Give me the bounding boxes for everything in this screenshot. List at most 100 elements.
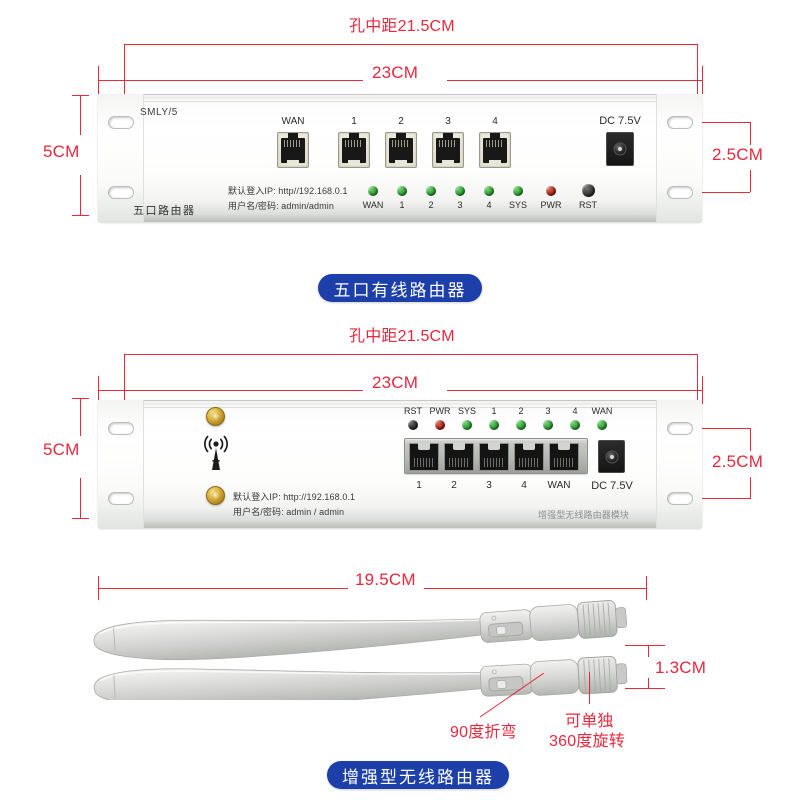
device1-led-pwr <box>546 186 556 196</box>
device1-silkscreen-credentials: 用户名/密码: admin/admin <box>228 201 334 211</box>
device2-hole-pitch-tick-right <box>697 354 698 424</box>
device2-hole-pitch-tick-left <box>124 354 125 424</box>
device1-port-label-2: 2 <box>398 116 404 127</box>
device2-width-line-left <box>98 390 363 391</box>
device2-power-label: DC 7.5V <box>591 480 633 492</box>
antenna-length-line-left <box>98 588 348 589</box>
device2-bottom-lip <box>98 521 702 528</box>
rj45-pins <box>554 458 574 467</box>
device1-led-wan <box>368 186 378 196</box>
antenna-diameter-tick-top <box>648 645 649 657</box>
wifi-tower-icon <box>200 434 232 479</box>
device2-height-label: 5CM <box>43 440 80 459</box>
device1-ear-pitch-line-bottom <box>697 192 750 193</box>
device1-dc-jack[interactable] <box>606 132 634 166</box>
device1-width-tick-left <box>98 66 99 94</box>
device2-sma-connector-top[interactable] <box>206 407 225 426</box>
device1-hole-pitch-line <box>124 44 697 45</box>
device1-led-label-4: 4 <box>486 200 492 210</box>
device1-height-label: 5CM <box>43 142 80 161</box>
antenna-pair-illustration <box>85 580 665 709</box>
device2-led-rst <box>408 420 418 430</box>
device2-mount-slot-left-bottom <box>107 492 134 505</box>
device2-dc-jack[interactable] <box>598 440 625 473</box>
device2-hole-pitch-label: 孔中距21.5CM <box>349 328 455 345</box>
device2-led-label-4: 4 <box>572 406 578 416</box>
device1-led-3 <box>455 186 465 196</box>
device2-rj45-2[interactable] <box>444 443 474 471</box>
device1-led-label-3: 3 <box>457 200 463 210</box>
antenna-length-tick-left <box>98 576 99 600</box>
device2-rj45-4[interactable] <box>514 443 544 471</box>
device1-reset-button[interactable] <box>582 184 595 197</box>
device1-ear-pitch-line-top <box>697 122 750 123</box>
device1-led-label-1: 1 <box>399 200 405 210</box>
antenna-length-line-right <box>424 588 646 589</box>
device1-rj45-wan[interactable] <box>277 132 309 168</box>
device2-rj45-1[interactable] <box>409 443 439 471</box>
device1-bottom-left-label: 五口路由器 <box>133 205 196 217</box>
device1-port-label-4: 4 <box>492 116 498 127</box>
device2-mount-slot-left-top <box>107 422 134 435</box>
device2-led-2 <box>516 420 526 430</box>
antenna-diameter-line-bottom <box>625 688 665 689</box>
device1-ear-hole-pitch-label: 2.5CM <box>712 145 764 164</box>
device2-port-label-2: 2 <box>451 480 457 491</box>
device1-chassis: SMLY/5 五口路由器 默认登入IP: http//192.168.0.1 用… <box>98 94 702 222</box>
device2-led-label-2: 2 <box>518 406 524 416</box>
rj45-pins <box>449 458 469 467</box>
device2-rj45-wan[interactable] <box>549 443 579 471</box>
device1-rj45-4[interactable] <box>479 132 511 168</box>
device1-hole-pitch-tick-left <box>124 44 125 114</box>
antenna-rotate-annotation-line2: 360度旋转 <box>549 733 625 750</box>
device2-led-label-rst: RST <box>404 406 422 416</box>
device1-rj45-3[interactable] <box>432 132 464 168</box>
device1-width-tick-right <box>702 66 703 94</box>
device2-width-label: 23CM <box>372 373 419 392</box>
device1-power-label: DC 7.5V <box>599 115 641 127</box>
rj45-pins <box>414 458 434 467</box>
device2-ear-pitch-line-top <box>697 428 750 429</box>
device1-rj45-2[interactable] <box>385 132 417 168</box>
device1-led-2 <box>426 186 436 196</box>
device1-width-label: 23CM <box>372 63 419 82</box>
antenna-rotate-leader-line <box>589 672 590 704</box>
device2-mount-slot-right-bottom <box>666 492 693 505</box>
device1-height-line-bottom <box>80 175 81 215</box>
device1-rj45-1[interactable] <box>338 132 370 168</box>
device2-sma-connector-bottom[interactable] <box>206 486 225 505</box>
rj45-tab-slot <box>287 160 299 166</box>
rj45-pins <box>486 140 504 147</box>
device2-led-label-3: 3 <box>545 406 551 416</box>
device1-mount-ear-right <box>656 94 702 222</box>
antenna-diameter-tick-bottom <box>648 678 649 689</box>
antenna-rotate-annotation-line1: 可单独 <box>565 713 614 730</box>
device1-ear-pitch-tick-bottom <box>750 170 751 192</box>
device1-model-label: SMLY/5 <box>140 107 178 118</box>
device1-top-lip <box>124 97 676 102</box>
device1-height-tick-bottom <box>72 215 89 216</box>
device2-port-label-4: 4 <box>521 480 527 491</box>
rj45-tab-slot <box>348 160 360 166</box>
device2-caption-pill: 增强型无线路由器 <box>327 761 509 789</box>
device1-width-line-right <box>447 80 702 81</box>
rj45-tab-slot <box>395 160 407 166</box>
device1-caption-pill: 五口有线路由器 <box>318 274 482 302</box>
device2-ear-pitch-tick-top <box>750 428 751 451</box>
rj45-pins <box>439 140 457 147</box>
device1-led-1 <box>397 186 407 196</box>
device1-bottom-lip <box>98 215 702 222</box>
device2-led-label-1: 1 <box>491 406 497 416</box>
device2-led-pwr <box>435 420 445 430</box>
rj45-tab-slot <box>489 160 501 166</box>
rj45-pins <box>484 458 504 467</box>
rj45-pins <box>392 140 410 147</box>
device1-led-label-sys: SYS <box>508 200 527 210</box>
antenna-diameter-label: 1.3CM <box>655 658 707 677</box>
device2-height-tick-top <box>72 398 89 399</box>
device1-ear-pitch-tick-top <box>750 122 751 145</box>
device2-led-label-pwr: PWR <box>429 406 451 416</box>
device2-led-wan <box>597 420 607 430</box>
device1-silkscreen-ip: 默认登入IP: http//192.168.0.1 <box>228 186 348 196</box>
device2-rj45-3[interactable] <box>479 443 509 471</box>
